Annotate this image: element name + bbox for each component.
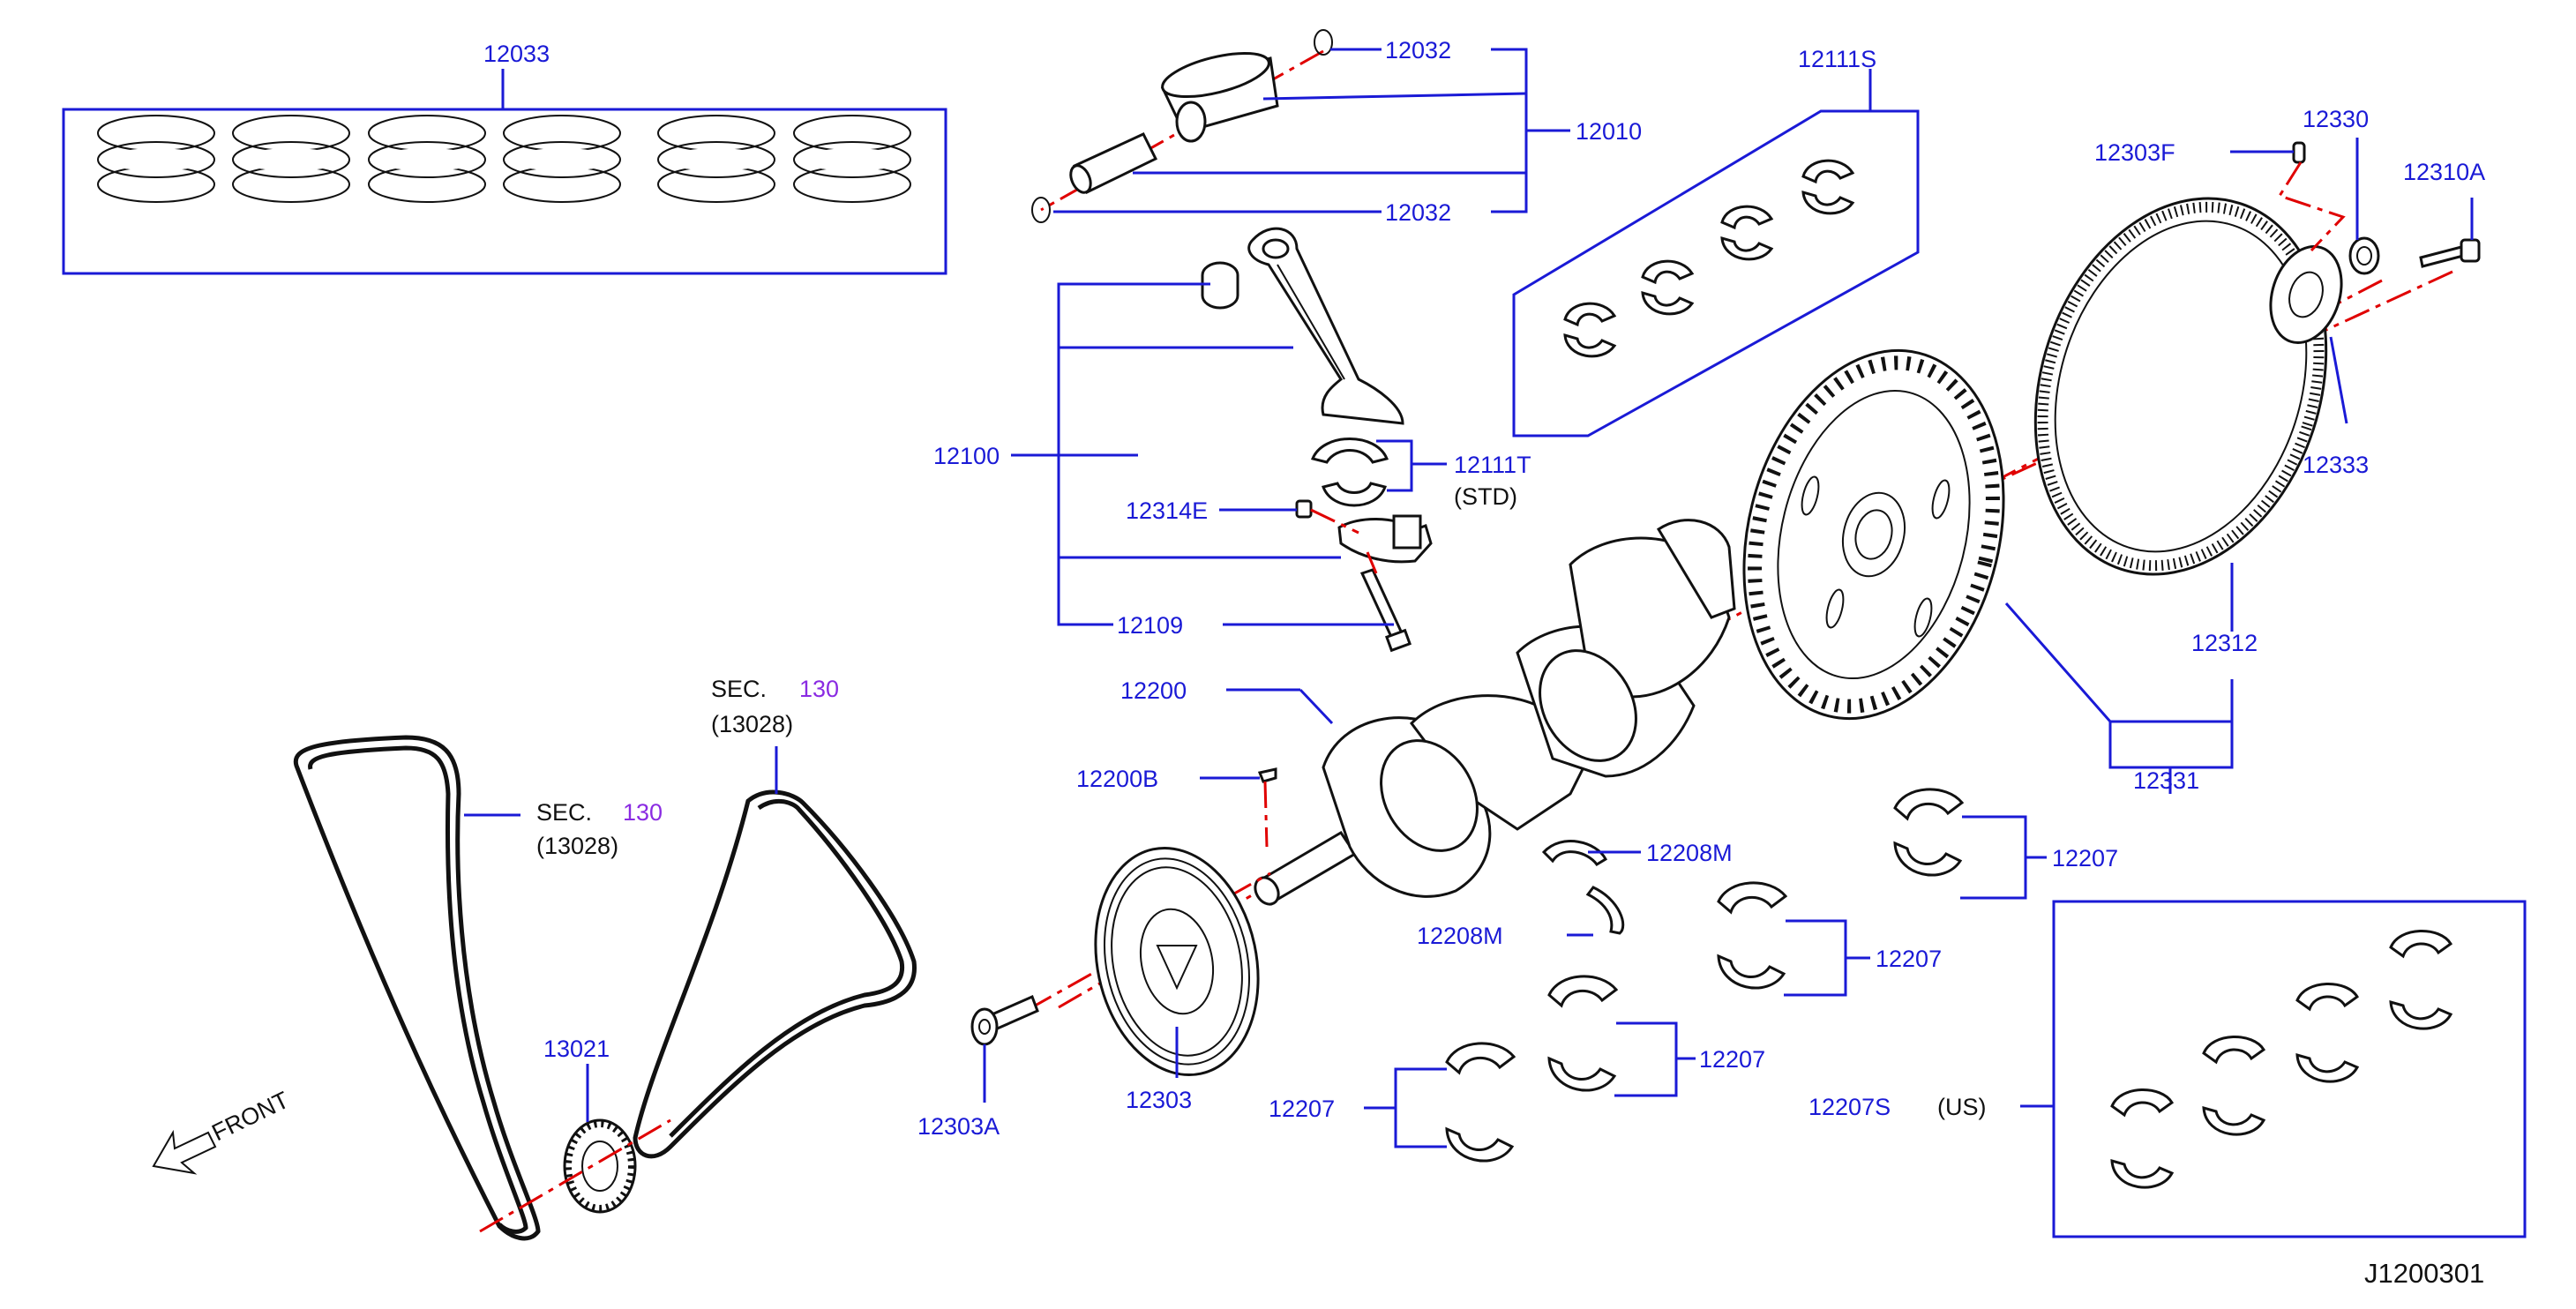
dowel-icon: [2292, 141, 2306, 164]
label-main-bearing-us[interactable]: 12207S: [1808, 1094, 1891, 1120]
main-bearing-3-icon: [1547, 975, 1619, 1092]
label-main-bearing-4[interactable]: 12207: [1269, 1096, 1335, 1122]
label-reinforcement-plate[interactable]: 12333: [2303, 452, 2369, 478]
con-rod-bolt-icon: [1359, 568, 1412, 653]
label-con-rod-nut[interactable]: 12314E: [1126, 497, 1208, 524]
label-snap-ring-bottom[interactable]: 12032: [1385, 199, 1451, 226]
pulley-bolt-icon: [970, 994, 1039, 1046]
label-con-rod-assy[interactable]: 12100: [933, 443, 1000, 469]
bearing-shell-pair-3-icon: [1720, 205, 1774, 261]
label-crank-key[interactable]: 12200B: [1076, 766, 1158, 792]
con-rod-bearing-us-group: 12111S: [1512, 46, 1920, 438]
label-con-rod-bearing-note: (STD): [1454, 483, 1517, 510]
label-pilot-bushing[interactable]: 12330: [2303, 106, 2369, 132]
crank-key-icon: [1257, 767, 1277, 783]
sec-ref-1-code: (13028): [536, 833, 618, 859]
reinforcement-plate-icon: [2269, 244, 2343, 345]
front-indicator: FRONT: [152, 1087, 293, 1175]
label-snap-ring-top[interactable]: 12032: [1385, 37, 1451, 64]
label-main-bearing-2[interactable]: 12207: [1876, 946, 1942, 972]
label-main-bearing-3[interactable]: 12207: [1699, 1046, 1765, 1073]
label-dowel[interactable]: 12303F: [2094, 139, 2175, 166]
label-con-rod-bearing[interactable]: 12111T: [1454, 452, 1531, 478]
bearing-shell-pair-4-icon: [1801, 159, 1855, 215]
label-rings[interactable]: 12033: [483, 41, 550, 67]
con-rod-nut-icon: [1295, 499, 1313, 519]
ring-gear-icon: [2033, 197, 2328, 576]
main-bearing-2-icon: [1717, 881, 1788, 990]
label-pulley[interactable]: 12303: [1126, 1087, 1192, 1113]
con-rod-icon: [1247, 227, 1404, 425]
label-sprocket[interactable]: 13021: [543, 1036, 610, 1062]
sprocket-icon: [563, 1118, 637, 1214]
sec-ref-1-num[interactable]: 130: [623, 799, 663, 826]
thrust-washer-group: 12208M 12208M: [1417, 840, 1733, 949]
front-arrow-icon: [152, 1129, 217, 1175]
label-thrust-washer-upper[interactable]: 12208M: [1646, 840, 1733, 866]
label-drive-plate[interactable]: 12331: [2133, 767, 2199, 794]
label-con-rod-bolt[interactable]: 12109: [1117, 612, 1183, 639]
label-thrust-washer-lower[interactable]: 12208M: [1417, 923, 1503, 949]
bearing-shell-pair-2-icon: [1641, 259, 1695, 316]
main-bearing-1-icon: [1893, 788, 1965, 877]
ring-set-icon: [97, 115, 911, 203]
sec-ref-1-prefix: SEC.: [536, 799, 592, 826]
sec-ref-2-prefix: SEC.: [711, 676, 767, 702]
piston-icon: [1160, 51, 1279, 143]
main-bearing-4-icon: [1445, 1042, 1516, 1163]
thrust-washer-upper-icon: [1541, 840, 1607, 866]
drive-plate-icon: [1742, 348, 2005, 721]
snap-ring-top-icon: [1314, 29, 1333, 56]
bearing-shell-pair-1-icon: [1563, 302, 1617, 358]
sec-ref-2-code: (13028): [711, 711, 793, 737]
piston-pin-icon: [1069, 132, 1158, 195]
label-pulley-bolt[interactable]: 12303A: [917, 1113, 1000, 1140]
con-rod-cap-icon: [1337, 514, 1433, 564]
label-piston[interactable]: 12010: [1576, 118, 1642, 145]
con-rod-bushing-icon: [1201, 261, 1239, 310]
thrust-washer-lower-icon: [1585, 886, 1625, 935]
label-flywheel-bolt[interactable]: 12310A: [2403, 159, 2485, 185]
con-rod-group: 12100 12314E 12109 12111T (STD): [933, 227, 1531, 653]
piston-rings-group: 12033: [62, 41, 947, 275]
crankshaft-icon: [1254, 519, 1736, 906]
label-crankshaft[interactable]: 12200: [1120, 677, 1187, 704]
label-ring-gear[interactable]: 12312: [2191, 630, 2258, 656]
diagram-code: J1200301: [2364, 1258, 2484, 1289]
flywheel-group: 12303F 12330 12310A 12333 12312 12331: [1718, 106, 2485, 794]
front-label: FRONT: [207, 1087, 293, 1147]
piston-group: 12032 12010 12032: [1031, 29, 1642, 226]
con-rod-bearing-upper-icon: [1310, 438, 1389, 507]
main-bearing-us-shells-icon: [2110, 930, 2453, 1189]
label-con-rod-bearing-us[interactable]: 12111S: [1798, 46, 1876, 72]
pulley-group: 12303 12303A: [917, 846, 1271, 1140]
label-main-bearing-us-note: (US): [1937, 1094, 1987, 1120]
timing-chain-left-icon: [293, 735, 541, 1241]
pilot-bushing-icon: [2348, 236, 2380, 275]
pulley-icon: [1094, 846, 1260, 1077]
timing-chain-group: 13021 SEC. 130 (13028) SEC. 130 (13028): [293, 676, 917, 1241]
main-bearing-group: 12207 12207 12207 12207 12207S (US): [1269, 788, 2527, 1238]
label-main-bearing-1[interactable]: 12207: [2052, 845, 2118, 871]
sec-ref-2-num[interactable]: 130: [799, 676, 839, 702]
flywheel-bolt-icon: [2419, 238, 2481, 268]
snap-ring-bottom-icon: [1031, 197, 1051, 223]
timing-chain-right-icon: [633, 789, 917, 1159]
